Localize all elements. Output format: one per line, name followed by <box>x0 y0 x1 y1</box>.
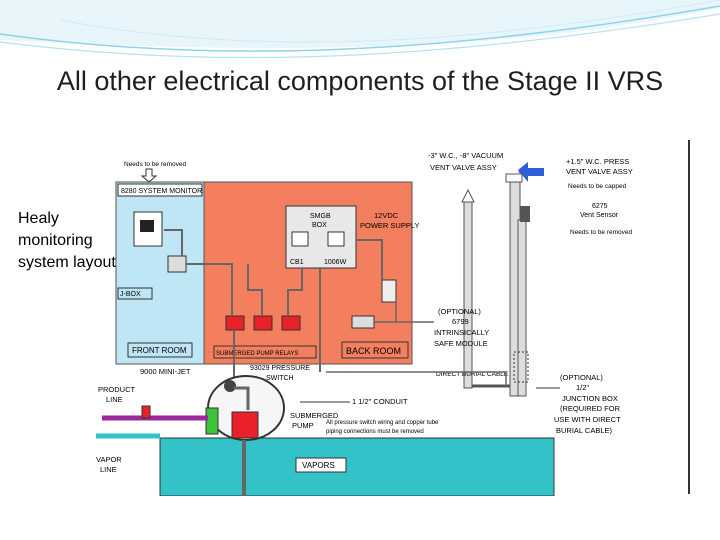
junction-box-5: USE WITH DIRECT <box>554 415 621 424</box>
minijet-label: 9000 MINI-JET <box>140 367 191 376</box>
removal-note-2: piping connections must be removed <box>326 429 424 435</box>
vent-sensor <box>520 206 530 222</box>
slide-divider-line <box>688 140 690 494</box>
cb1-label: CB1 <box>290 259 304 266</box>
minijet-valve <box>205 407 219 435</box>
system-monitor-label: 8280 SYSTEM MONITOR <box>121 188 202 195</box>
smgb-box-label-1: SMGB <box>310 213 331 220</box>
back-room-label: BACK ROOM <box>346 346 401 356</box>
vent-sensor-number: 6275 <box>592 203 608 210</box>
slide-title: All other electrical components of the S… <box>56 66 664 96</box>
smgb-box-label-2: BOX <box>312 222 327 229</box>
j-box <box>167 255 187 273</box>
vapor-line-label-1: VAPOR <box>96 455 122 464</box>
junction-box-6: BURIAL CABLE) <box>556 426 612 435</box>
relays-label: SUBMERGED PUMP RELAYS <box>216 351 298 357</box>
vapors-label: VAPORS <box>302 461 335 470</box>
pressure-switch-label-1: 93029 PRESSURE <box>250 365 310 372</box>
submerged-pump-block <box>231 411 259 439</box>
product-line-label-2: LINE <box>106 395 123 404</box>
system-monitor-screen <box>133 211 163 247</box>
vent-pipe-left <box>463 197 473 389</box>
needs-removed-top: Needs to be removed <box>124 161 187 168</box>
optional-module-3: INTRINSICALLY <box>434 328 489 337</box>
submerged-pump-label-1: SUBMERGED <box>290 411 339 420</box>
optional-module-2: 6799 <box>452 317 469 326</box>
vrs-layout-diagram: 8280 SYSTEM MONITOR Needs to be removed … <box>96 151 633 496</box>
optional-module-1: (OPTIONAL) <box>438 307 481 316</box>
relay-3 <box>281 315 301 331</box>
w1006-label: 1006W <box>324 259 347 266</box>
side-note: Healy monitoring system layout <box>18 210 116 271</box>
junction-box-3: JUNCTION BOX <box>562 394 618 403</box>
relay-2 <box>253 315 273 331</box>
power-supply-label-1: 12VDC <box>374 211 399 220</box>
removal-note-1: All pressure switch wiring and copper tu… <box>326 420 439 426</box>
vacuum-vent-label-2: VENT VALVE ASSY <box>430 163 497 172</box>
junction-box-1: (OPTIONAL) <box>560 373 603 382</box>
pressure-vent-label-1: +1.5" W.C. PRESS <box>566 157 629 166</box>
storage-tank <box>159 437 555 496</box>
conduit-label: 1 1/2" CONDUIT <box>352 397 408 406</box>
system-monitor-box <box>117 183 203 197</box>
j-box-label: J-BOX <box>120 291 141 298</box>
vacuum-vent-label-1: -3" W.C., -8" VACUUM <box>428 151 503 160</box>
needs-removed-right: Needs to be removed <box>570 229 633 236</box>
power-supply-label-2: POWER SUPPLY <box>360 221 419 230</box>
power-supply-outlet <box>381 279 397 303</box>
down-arrow-icon <box>140 168 158 183</box>
vapor-line-label-2: LINE <box>100 465 117 474</box>
needs-capped-label: Needs to be capped <box>568 183 627 190</box>
front-room-label: FRONT ROOM <box>132 346 187 355</box>
direct-cable-label: DIRECT BURIAL CABLE <box>436 371 509 378</box>
pressure-vent-label-2: VENT VALVE ASSY <box>566 167 633 176</box>
pressure-switch-label-2: SWITCH <box>266 375 294 382</box>
junction-box-4: (REQUIRED FOR <box>560 404 621 413</box>
optional-module-4: SAFE MODULE <box>434 339 488 348</box>
relay-1 <box>225 315 245 331</box>
safe-module-box <box>351 315 375 329</box>
junction-box-2: 1/2" <box>576 383 589 392</box>
product-line-label-1: PRODUCT <box>98 385 136 394</box>
submerged-pump-label-2: PUMP <box>292 421 314 430</box>
header-swoosh <box>0 0 720 59</box>
vent-sensor-name: Vent Sensor <box>580 212 619 219</box>
front-room-area <box>115 181 205 365</box>
